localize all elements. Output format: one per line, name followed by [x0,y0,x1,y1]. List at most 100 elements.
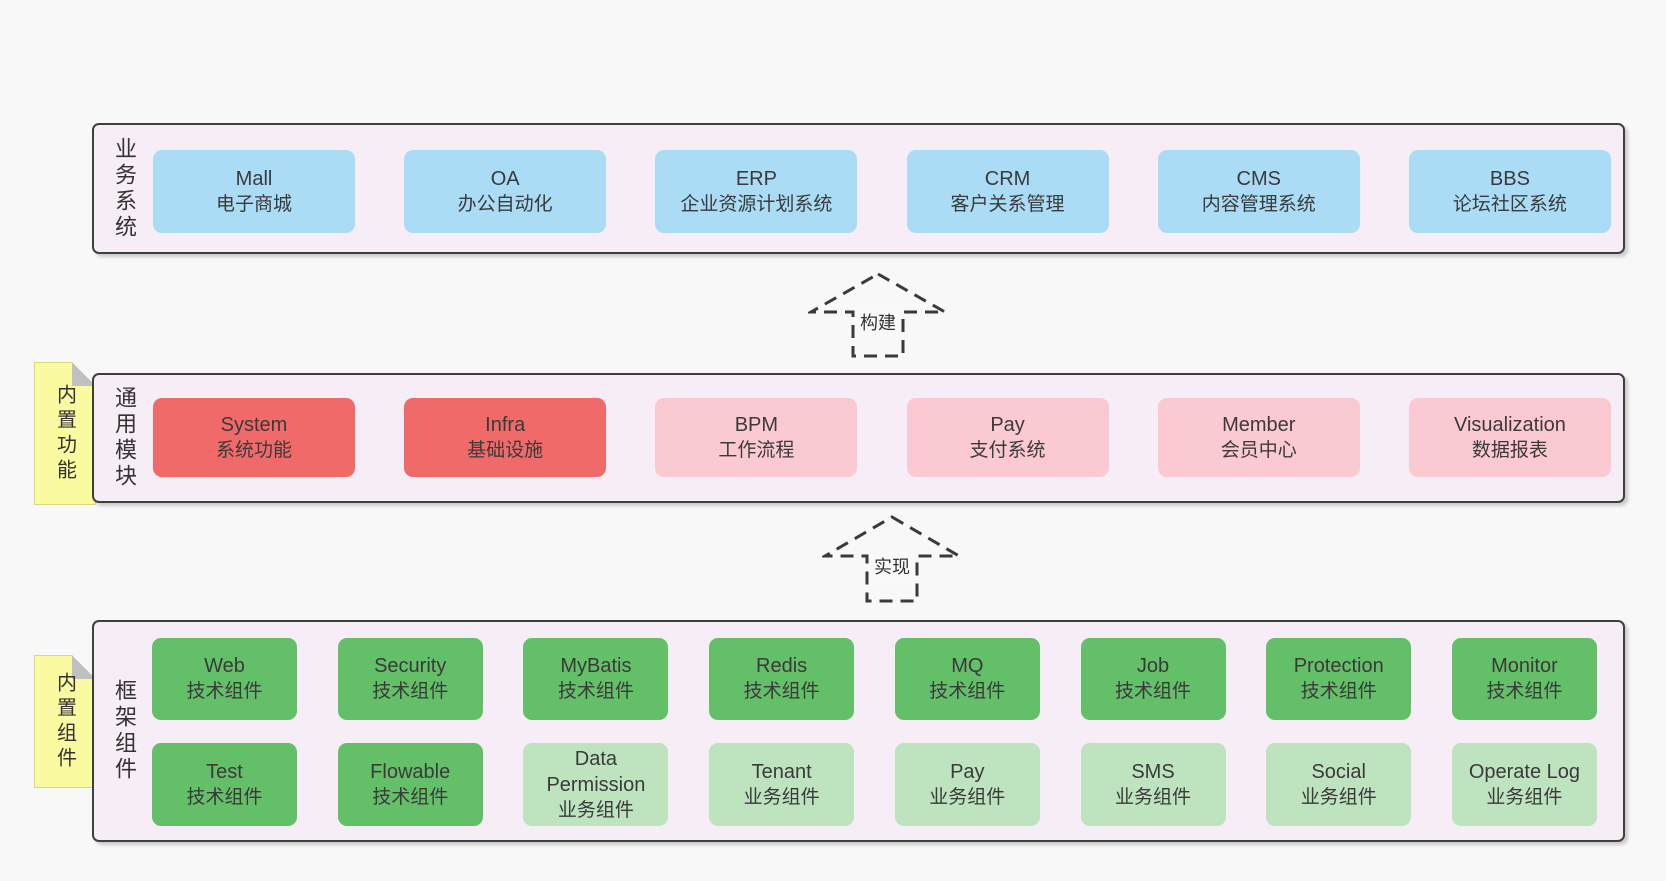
box-subtitle: 业务组件 [1300,786,1377,808]
box-row: Test 技术组件 Flowable 技术组件 Data Permission … [152,743,1597,826]
box-subtitle: 数据报表 [1471,439,1548,461]
box-title: Redis [756,655,808,677]
box-subtitle: 技术组件 [186,681,263,702]
sticky-note-built-in-components: 内置组件 [34,655,96,788]
box-title: Test [206,760,243,783]
box-erp: ERP 企业资源计划系统 [655,150,858,233]
box-title: Social [1311,760,1366,783]
box-subtitle: 客户关系管理 [950,193,1065,215]
box-title: CMS [1236,167,1281,190]
box-bbs: BBS 论坛社区系统 [1408,150,1611,233]
box-subtitle: 技术组件 [1300,681,1377,702]
box-title: Visualization [1453,413,1566,436]
box-infra: Infra 基础设施 [404,398,607,477]
box-title: BBS [1489,167,1530,190]
box-web: Web 技术组件 [152,638,297,720]
box-title: Pay [990,413,1025,436]
box-subtitle: 系统功能 [215,439,292,461]
box-cms: CMS 内容管理系统 [1157,150,1360,233]
box-subtitle: 会员中心 [1220,439,1297,461]
build-arrow-label: 构建 [856,308,900,336]
box-title: Tenant [751,760,812,783]
box-subtitle: 技术组件 [372,786,449,808]
box-title: CRM [984,167,1031,190]
box-subtitle: 业务组件 [743,786,820,808]
box-title: SMS [1131,760,1175,783]
box-sms: SMS 业务组件 [1080,743,1226,826]
box-title: Mall [235,167,273,190]
box-data-permission: Data Permission 业务组件 [523,743,669,826]
sticky-note-built-in-features: 内置功能 [34,362,96,505]
box-subtitle: 企业资源计划系统 [680,193,833,215]
layer-side-label: 通用模块 [112,386,137,490]
box-pay-component: Pay 业务组件 [894,743,1040,826]
box-subtitle: 技术组件 [743,681,820,702]
layer-panel-framework-components: 框架组件 Web 技术组件 Security 技术组件 MyBatis 技术组件… [92,620,1625,842]
box-subtitle: 办公自动化 [457,193,553,215]
sticky-note-label: 内置组件 [53,671,76,772]
box-member: Member 会员中心 [1157,398,1360,477]
box-subtitle: 技术组件 [372,681,449,702]
box-subtitle: 技术组件 [1115,681,1192,702]
box-subtitle: 电子商城 [215,193,292,215]
box-subtitle: 内容管理系统 [1201,193,1316,215]
box-oa: OA 办公自动化 [404,150,607,233]
box-visualization: Visualization 数据报表 [1408,398,1611,477]
box-subtitle: 技术组件 [929,681,1006,702]
box-operate-log: Operate Log 业务组件 [1451,743,1597,826]
box-title: Member [1222,413,1296,436]
box-title: MQ [951,655,984,677]
layer-side-label: 业务系统 [112,136,137,241]
implement-arrow-label: 实现 [870,552,914,580]
box-subtitle: 技术组件 [186,786,263,808]
box-title: Web [204,655,245,677]
box-subtitle: 工作流程 [718,439,795,461]
box-title: OA [490,167,520,190]
box-title: Infra [485,413,526,436]
box-subtitle: 论坛社区系统 [1452,193,1567,215]
box-subtitle: 支付系统 [969,439,1046,461]
layer-side-label: 框架组件 [112,679,137,783]
box-system: System 系统功能 [153,398,355,477]
box-title: System [220,413,288,436]
box-row: System 系统功能 Infra 基础设施 BPM 工作流程 Pay 支付系统… [153,398,1611,477]
box-subtitle: 技术组件 [557,681,634,702]
box-mybatis: MyBatis 技术组件 [523,638,669,720]
layer-panel-business-systems: 业务系统 Mall 电子商城 OA 办公自动化 ERP 企业资源计划系统 CRM… [92,123,1625,254]
box-title: ERP [735,167,777,190]
box-test: Test 技术组件 [152,743,297,826]
box-monitor: Monitor 技术组件 [1451,638,1597,720]
box-subtitle: 业务组件 [1486,786,1563,808]
box-row: Mall 电子商城 OA 办公自动化 ERP 企业资源计划系统 CRM 客户关系… [153,150,1611,233]
box-pay: Pay 支付系统 [906,398,1109,477]
box-crm: CRM 客户关系管理 [906,150,1109,233]
box-security: Security 技术组件 [337,638,483,720]
box-bpm: BPM 工作流程 [655,398,858,477]
box-subtitle: 技术组件 [1486,681,1563,702]
box-title: Data Permission [546,747,646,796]
box-subtitle: 业务组件 [557,799,634,821]
box-flowable: Flowable 技术组件 [337,743,483,826]
box-title: Flowable [370,760,451,783]
box-subtitle: 基础设施 [467,439,544,461]
box-mq: MQ 技术组件 [894,638,1040,720]
box-mall: Mall 电子商城 [153,150,355,233]
box-title: BPM [734,413,779,436]
sticky-note-label: 内置功能 [53,383,76,484]
box-subtitle: 业务组件 [1115,786,1192,808]
box-tenant: Tenant 业务组件 [709,743,855,826]
layer-panel-common-modules: 通用模块 System 系统功能 Infra 基础设施 BPM 工作流程 Pay… [92,373,1625,503]
box-title: MyBatis [560,655,632,677]
box-title: Job [1136,655,1170,677]
box-title: Pay [950,760,985,783]
build-arrow-icon [808,271,948,359]
box-job: Job 技术组件 [1080,638,1226,720]
box-social: Social 业务组件 [1266,743,1412,826]
box-title: Monitor [1491,655,1558,677]
implement-arrow-icon [822,514,962,604]
box-title: Operate Log [1468,760,1581,783]
box-title: Protection [1293,655,1384,677]
box-redis: Redis 技术组件 [709,638,855,720]
box-subtitle: 业务组件 [929,786,1006,808]
